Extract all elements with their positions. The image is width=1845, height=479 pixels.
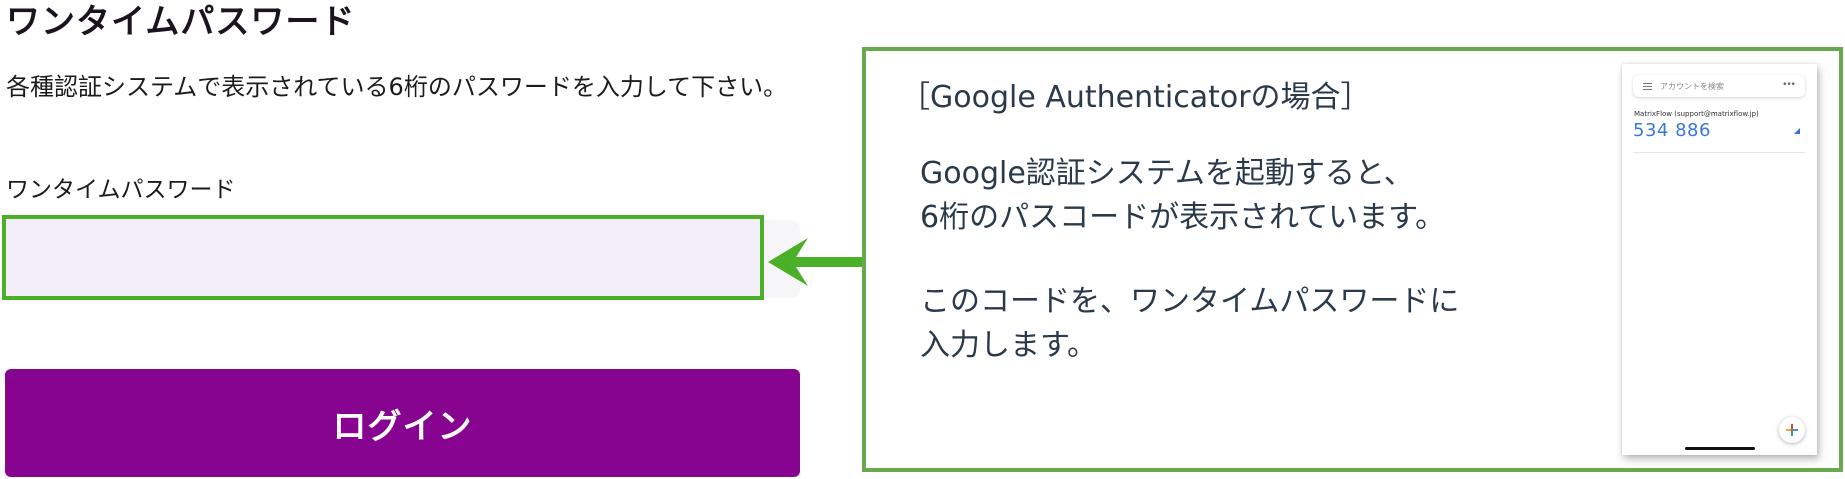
page-description: 各種認証システムで表示されている6桁のパスワードを入力して下さい。 bbox=[6, 73, 788, 101]
page-title: ワンタイムパスワード bbox=[6, 2, 356, 42]
otp-input[interactable] bbox=[2, 215, 764, 300]
annotation-line: Google認証システムを起動すると、 bbox=[920, 156, 1414, 191]
otp-code: 534 886 bbox=[1633, 120, 1711, 141]
login-button[interactable]: ログイン bbox=[5, 369, 800, 477]
search-placeholder: アカウントを検索 bbox=[1660, 81, 1724, 91]
menu-icon bbox=[1643, 82, 1652, 90]
account-name: MatrixFlow (support@matrixflow.jp) bbox=[1634, 110, 1759, 118]
annotation-line: 6桁のパスコードが表示されています。 bbox=[920, 200, 1446, 235]
more-icon: ••• bbox=[1782, 80, 1796, 90]
timer-icon bbox=[1794, 128, 1800, 134]
otp-field-label: ワンタイムパスワード bbox=[6, 177, 236, 203]
annotation-title: ［Google Authenticatorの場合］ bbox=[900, 80, 1371, 115]
plus-icon bbox=[1786, 424, 1798, 436]
arrow-left-icon bbox=[768, 238, 864, 286]
annotation-body: Google認証システムを起動すると、 6桁のパスコードが表示されています。 こ… bbox=[920, 152, 1459, 368]
annotation-line: 入力します。 bbox=[920, 328, 1097, 363]
add-account-button bbox=[1779, 417, 1805, 443]
home-indicator bbox=[1685, 447, 1755, 450]
annotation-line: このコードを、ワンタイムパスワードに bbox=[920, 284, 1460, 319]
authenticator-search-bar: アカウントを検索 ••• bbox=[1633, 75, 1805, 97]
authenticator-phone-screenshot: アカウントを検索 ••• MatrixFlow (support@matrixf… bbox=[1622, 64, 1817, 455]
divider bbox=[1633, 152, 1805, 153]
